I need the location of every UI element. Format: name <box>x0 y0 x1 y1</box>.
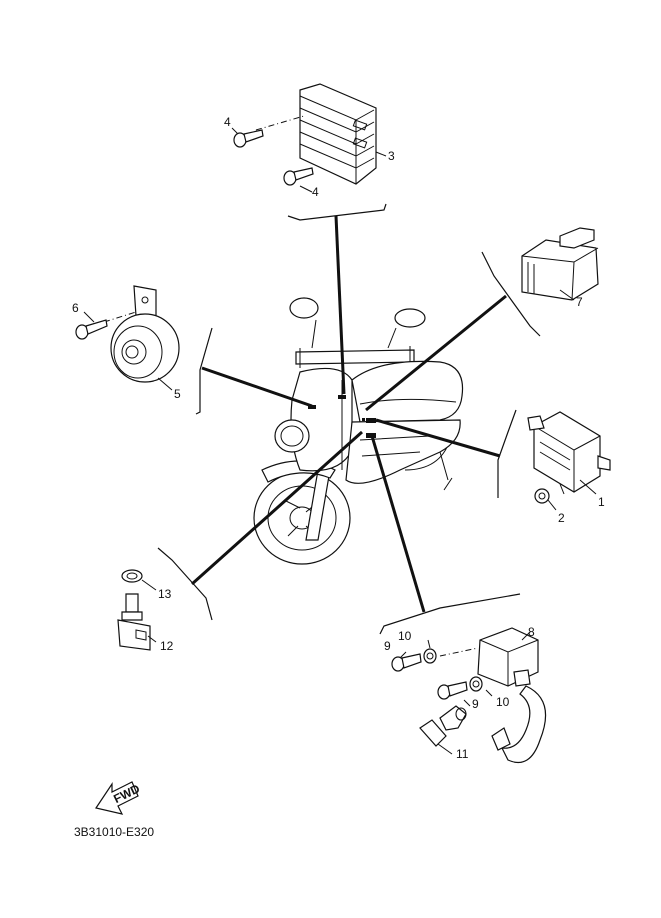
bolt-6 <box>75 319 108 340</box>
callout-1: 1 <box>598 495 605 509</box>
callout-10-lower: 10 <box>496 695 510 709</box>
bolt-9-lower <box>437 681 468 700</box>
cdi-unit <box>527 411 611 511</box>
callout-13: 13 <box>158 587 172 601</box>
callout-12: 12 <box>160 639 174 653</box>
callout-5: 5 <box>174 387 181 401</box>
fwd-label: FWD <box>111 781 142 806</box>
callout-10-upper: 10 <box>398 629 412 643</box>
neutral-switch <box>117 569 157 651</box>
washer-10-upper <box>423 648 437 664</box>
ignition-coil <box>391 627 547 764</box>
callout-9-upper: 9 <box>384 639 391 653</box>
reference-lines <box>157 203 541 635</box>
callout-7: 7 <box>576 295 583 309</box>
callout-labels: 1 2 3 4 4 5 6 7 8 9 9 10 10 11 12 13 <box>72 115 605 761</box>
horn <box>75 285 180 391</box>
callout-2: 2 <box>558 511 565 525</box>
bolt-2 <box>534 488 550 504</box>
callout-4-upper: 4 <box>224 115 231 129</box>
fwd-arrow-icon: FWD <box>95 781 142 815</box>
motorcycle-illustration <box>253 297 464 565</box>
callout-4-lower: 4 <box>312 185 319 199</box>
callout-3: 3 <box>388 149 395 163</box>
rectifier-regulator <box>231 83 387 193</box>
callout-9-lower: 9 <box>472 697 479 711</box>
callout-6: 6 <box>72 301 79 315</box>
washer-10-lower <box>469 676 483 692</box>
callout-11: 11 <box>456 747 469 761</box>
bolt-4-lower <box>283 167 314 186</box>
bolt-9-upper <box>391 653 422 672</box>
relay <box>521 227 599 301</box>
callout-8: 8 <box>528 625 535 639</box>
spark-plug-cap <box>419 705 467 755</box>
diagram-code: 3B31010-E320 <box>74 825 154 839</box>
bolt-4-upper <box>233 129 264 148</box>
